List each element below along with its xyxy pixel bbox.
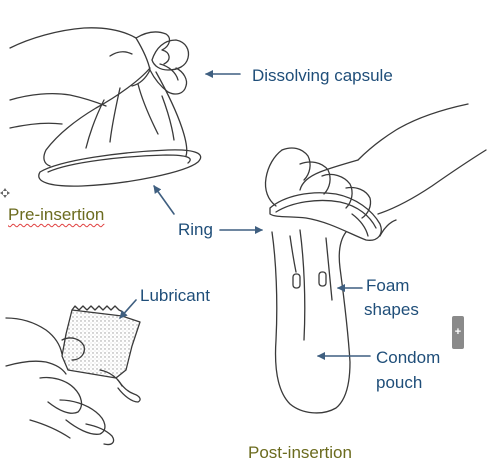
pre-insertion-caption: Pre-insertion <box>8 205 105 224</box>
foam-label-line1: Foam <box>366 276 410 295</box>
pouch-label-line2: pouch <box>376 373 423 392</box>
ring-arrow-upper <box>153 185 175 215</box>
post-insertion-illustration <box>264 103 487 414</box>
pre-insertion-hand-illustration <box>9 27 202 187</box>
expand-handle[interactable]: + <box>452 316 464 349</box>
lubricant-arrow <box>119 299 137 319</box>
lubricant-label: Lubricant <box>140 286 210 305</box>
pouch-label-line1: Condom <box>376 348 441 367</box>
lubricant-hand-illustration <box>5 305 141 446</box>
plus-icon: + <box>454 326 462 338</box>
post-insertion-caption: Post-insertion <box>248 443 352 462</box>
move-icon[interactable] <box>0 188 10 198</box>
pointer-arrows <box>119 70 371 360</box>
ring-label: Ring <box>178 220 213 239</box>
dissolving-capsule-label: Dissolving capsule <box>252 66 393 85</box>
foam-label-line2: shapes <box>364 300 419 319</box>
